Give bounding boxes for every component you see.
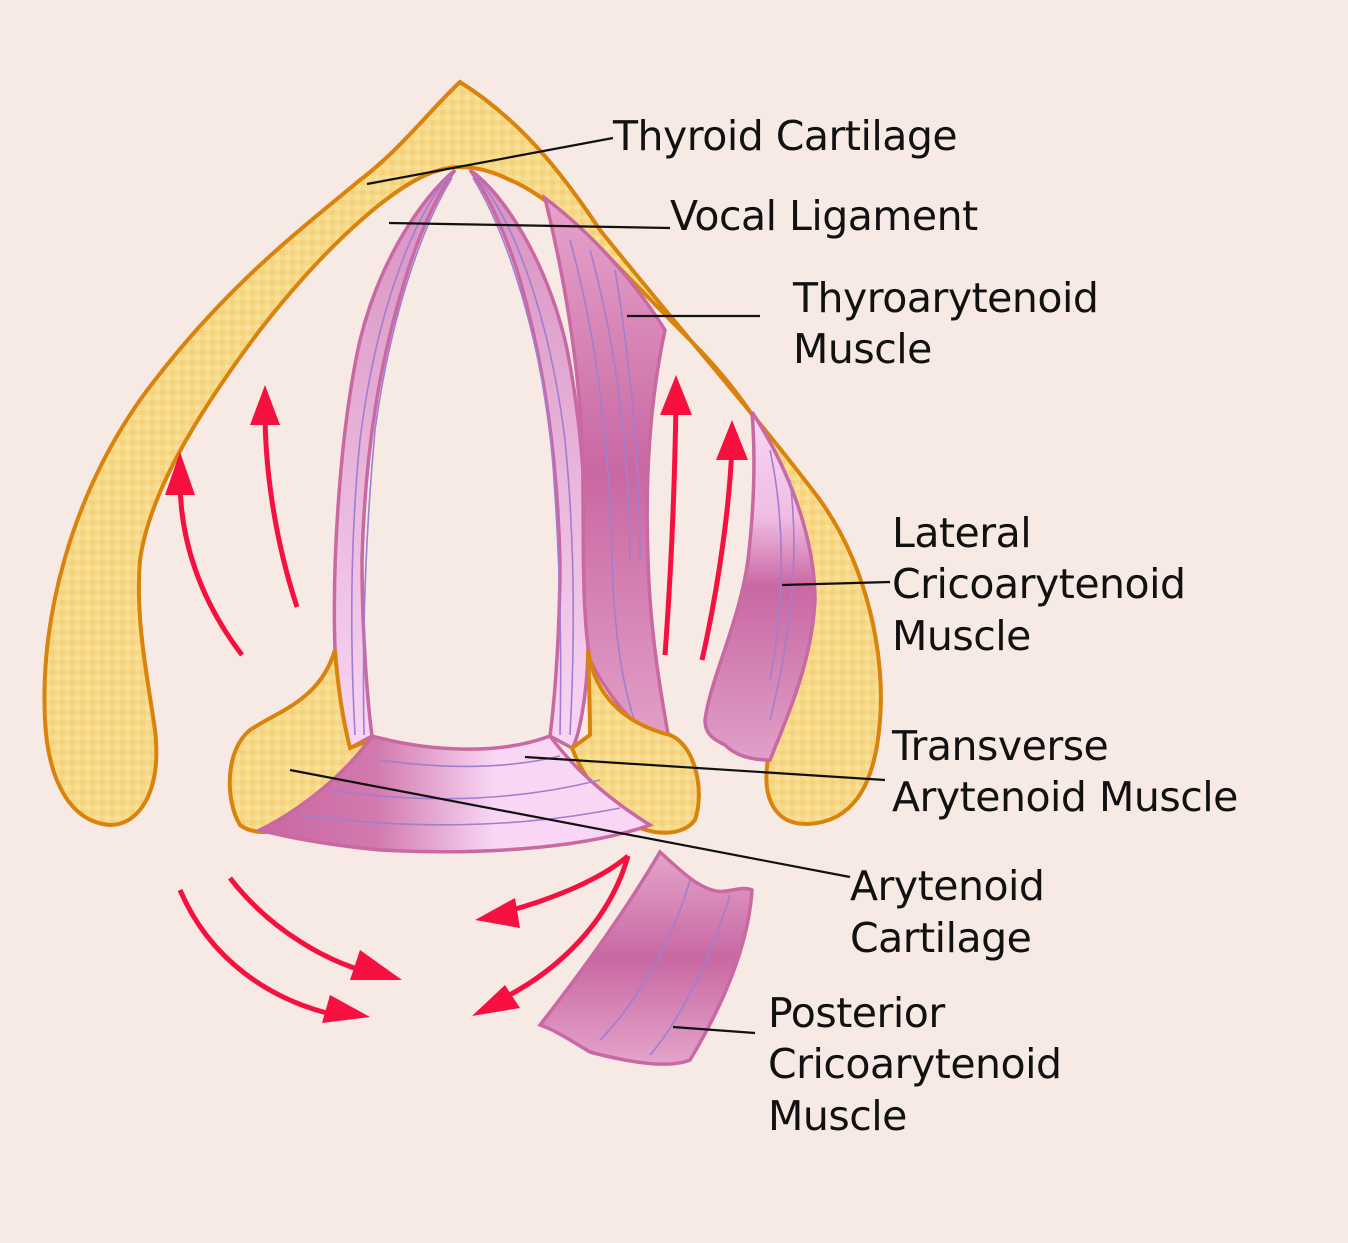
arrow-up-left-inner: [250, 385, 300, 608]
vocal-ligament-right-fibers: [472, 174, 575, 736]
leader-lateral-cricoarytenoid: [781, 580, 891, 587]
leader-lines: [289, 136, 891, 1035]
transverse-arytenoid-muscle: [255, 733, 654, 854]
label-posterior-cricoarytenoid-muscle: Posterior Cricoarytenoid Muscle: [768, 989, 1074, 1140]
arrow-down-right-lower: [472, 855, 631, 1016]
leader-arytenoid-cartilage: [289, 768, 851, 879]
posterior-cricoarytenoid-muscle: [537, 849, 754, 1066]
label-lateral-cricoarytenoid-muscle: Lateral Cricoarytenoid Muscle: [892, 509, 1198, 660]
vocal-ligament-left-fibers: [350, 174, 453, 736]
arrow-up-left-outer: [165, 452, 244, 657]
thyroid-cartilage: [42, 79, 883, 828]
label-thyroarytenoid-muscle: Thyroarytenoid Muscle: [792, 274, 1111, 373]
arrow-up-right-inner: [660, 375, 692, 656]
arytenoid-cartilage-right: [569, 649, 701, 835]
leader-posterior-cricoarytenoid: [672, 1025, 756, 1035]
lateral-cricoarytenoid-fibers: [769, 449, 795, 721]
thyroarytenoid-fibers: [569, 239, 641, 736]
posterior-cricoarytenoid-fibers: [599, 879, 731, 1056]
leader-vocal-ligament: [388, 221, 671, 230]
transverse-arytenoid-fibers: [299, 755, 621, 826]
label-transverse-arytenoid-muscle: Transverse Arytenoid Muscle: [891, 722, 1238, 821]
movement-arrows: [165, 375, 748, 1023]
arrow-down-left-inner: [228, 876, 402, 980]
label-vocal-ligament: Vocal Ligament: [670, 192, 978, 240]
label-thyroid-cartilage: Thyroid Cartilage: [612, 112, 957, 160]
arrow-up-right-outer: [699, 420, 748, 661]
leader-thyroid-cartilage: [366, 136, 614, 186]
arrow-down-left-outer: [177, 889, 370, 1023]
lateral-cricoarytenoid-muscle: [703, 411, 817, 762]
label-arytenoid-cartilage: Arytenoid Cartilage: [850, 862, 1057, 962]
leader-transverse-arytenoid: [524, 755, 886, 782]
labels: Thyroid Cartilage Vocal Ligament Thyroar…: [612, 112, 1238, 1140]
arrow-down-right-upper: [475, 854, 630, 928]
